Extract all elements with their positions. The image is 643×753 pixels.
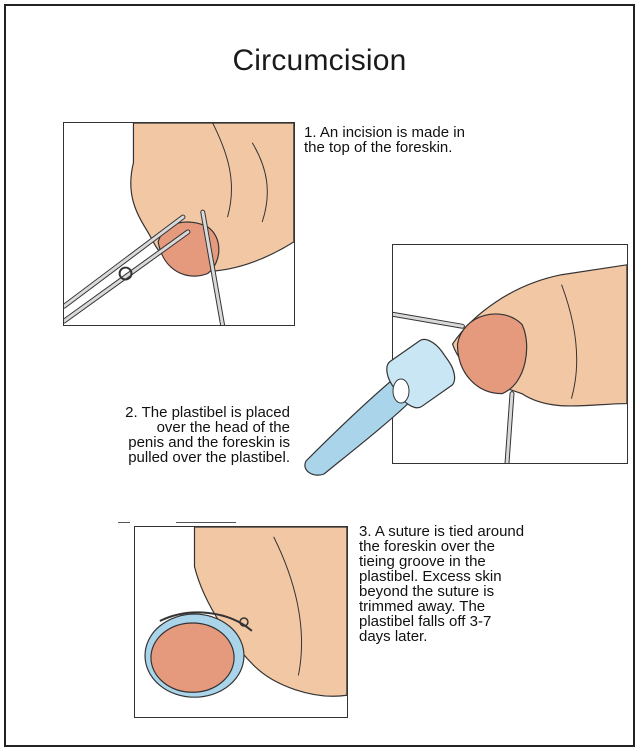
figure-title: Circumcision xyxy=(6,44,633,78)
caption-line: 1. An incision is made in xyxy=(304,125,465,140)
caption-line: days later. xyxy=(359,629,524,644)
caption-line: tieing groove in the xyxy=(359,554,524,569)
forceps-top-inner xyxy=(393,314,462,326)
caption-line: plastibel. Excess skin xyxy=(359,569,524,584)
caption-line: trimmed away. The xyxy=(359,599,524,614)
caption-line: over the head of the xyxy=(46,420,290,435)
caption-line: plastibel falls off 3-7 xyxy=(359,614,524,629)
plastibel-hole xyxy=(393,379,409,403)
step-3-illustration xyxy=(134,526,348,718)
step-1-drawing xyxy=(64,123,294,325)
forceps-left-inner xyxy=(64,217,183,306)
caption-line: beyond the suture is xyxy=(359,584,524,599)
step-3-caption: 3. A suture is tied around the foreskin … xyxy=(359,524,524,644)
stray-mark xyxy=(176,522,236,523)
glans-tip xyxy=(151,623,234,692)
figure-frame: Circumcision 1. An incision is made in t… xyxy=(4,4,635,747)
caption-line: 3. A suture is tied around xyxy=(359,524,524,539)
step-1-caption: 1. An incision is made in the top of the… xyxy=(304,125,465,155)
caption-line: pulled over the plastibel. xyxy=(46,450,290,465)
step-3-drawing xyxy=(135,527,347,717)
caption-line: the foreskin over the xyxy=(359,539,524,554)
caption-line: 2. The plastibel is placed xyxy=(46,405,290,420)
forceps-right-inner xyxy=(64,232,188,321)
plastibel-device xyxy=(296,326,466,476)
step-1-illustration xyxy=(63,122,295,326)
glans-shape xyxy=(457,314,526,394)
step-2-caption: 2. The plastibel is placed over the head… xyxy=(46,405,290,465)
caption-line: penis and the foreskin is xyxy=(46,435,290,450)
caption-line: the top of the foreskin. xyxy=(304,140,465,155)
stray-mark xyxy=(118,522,130,523)
